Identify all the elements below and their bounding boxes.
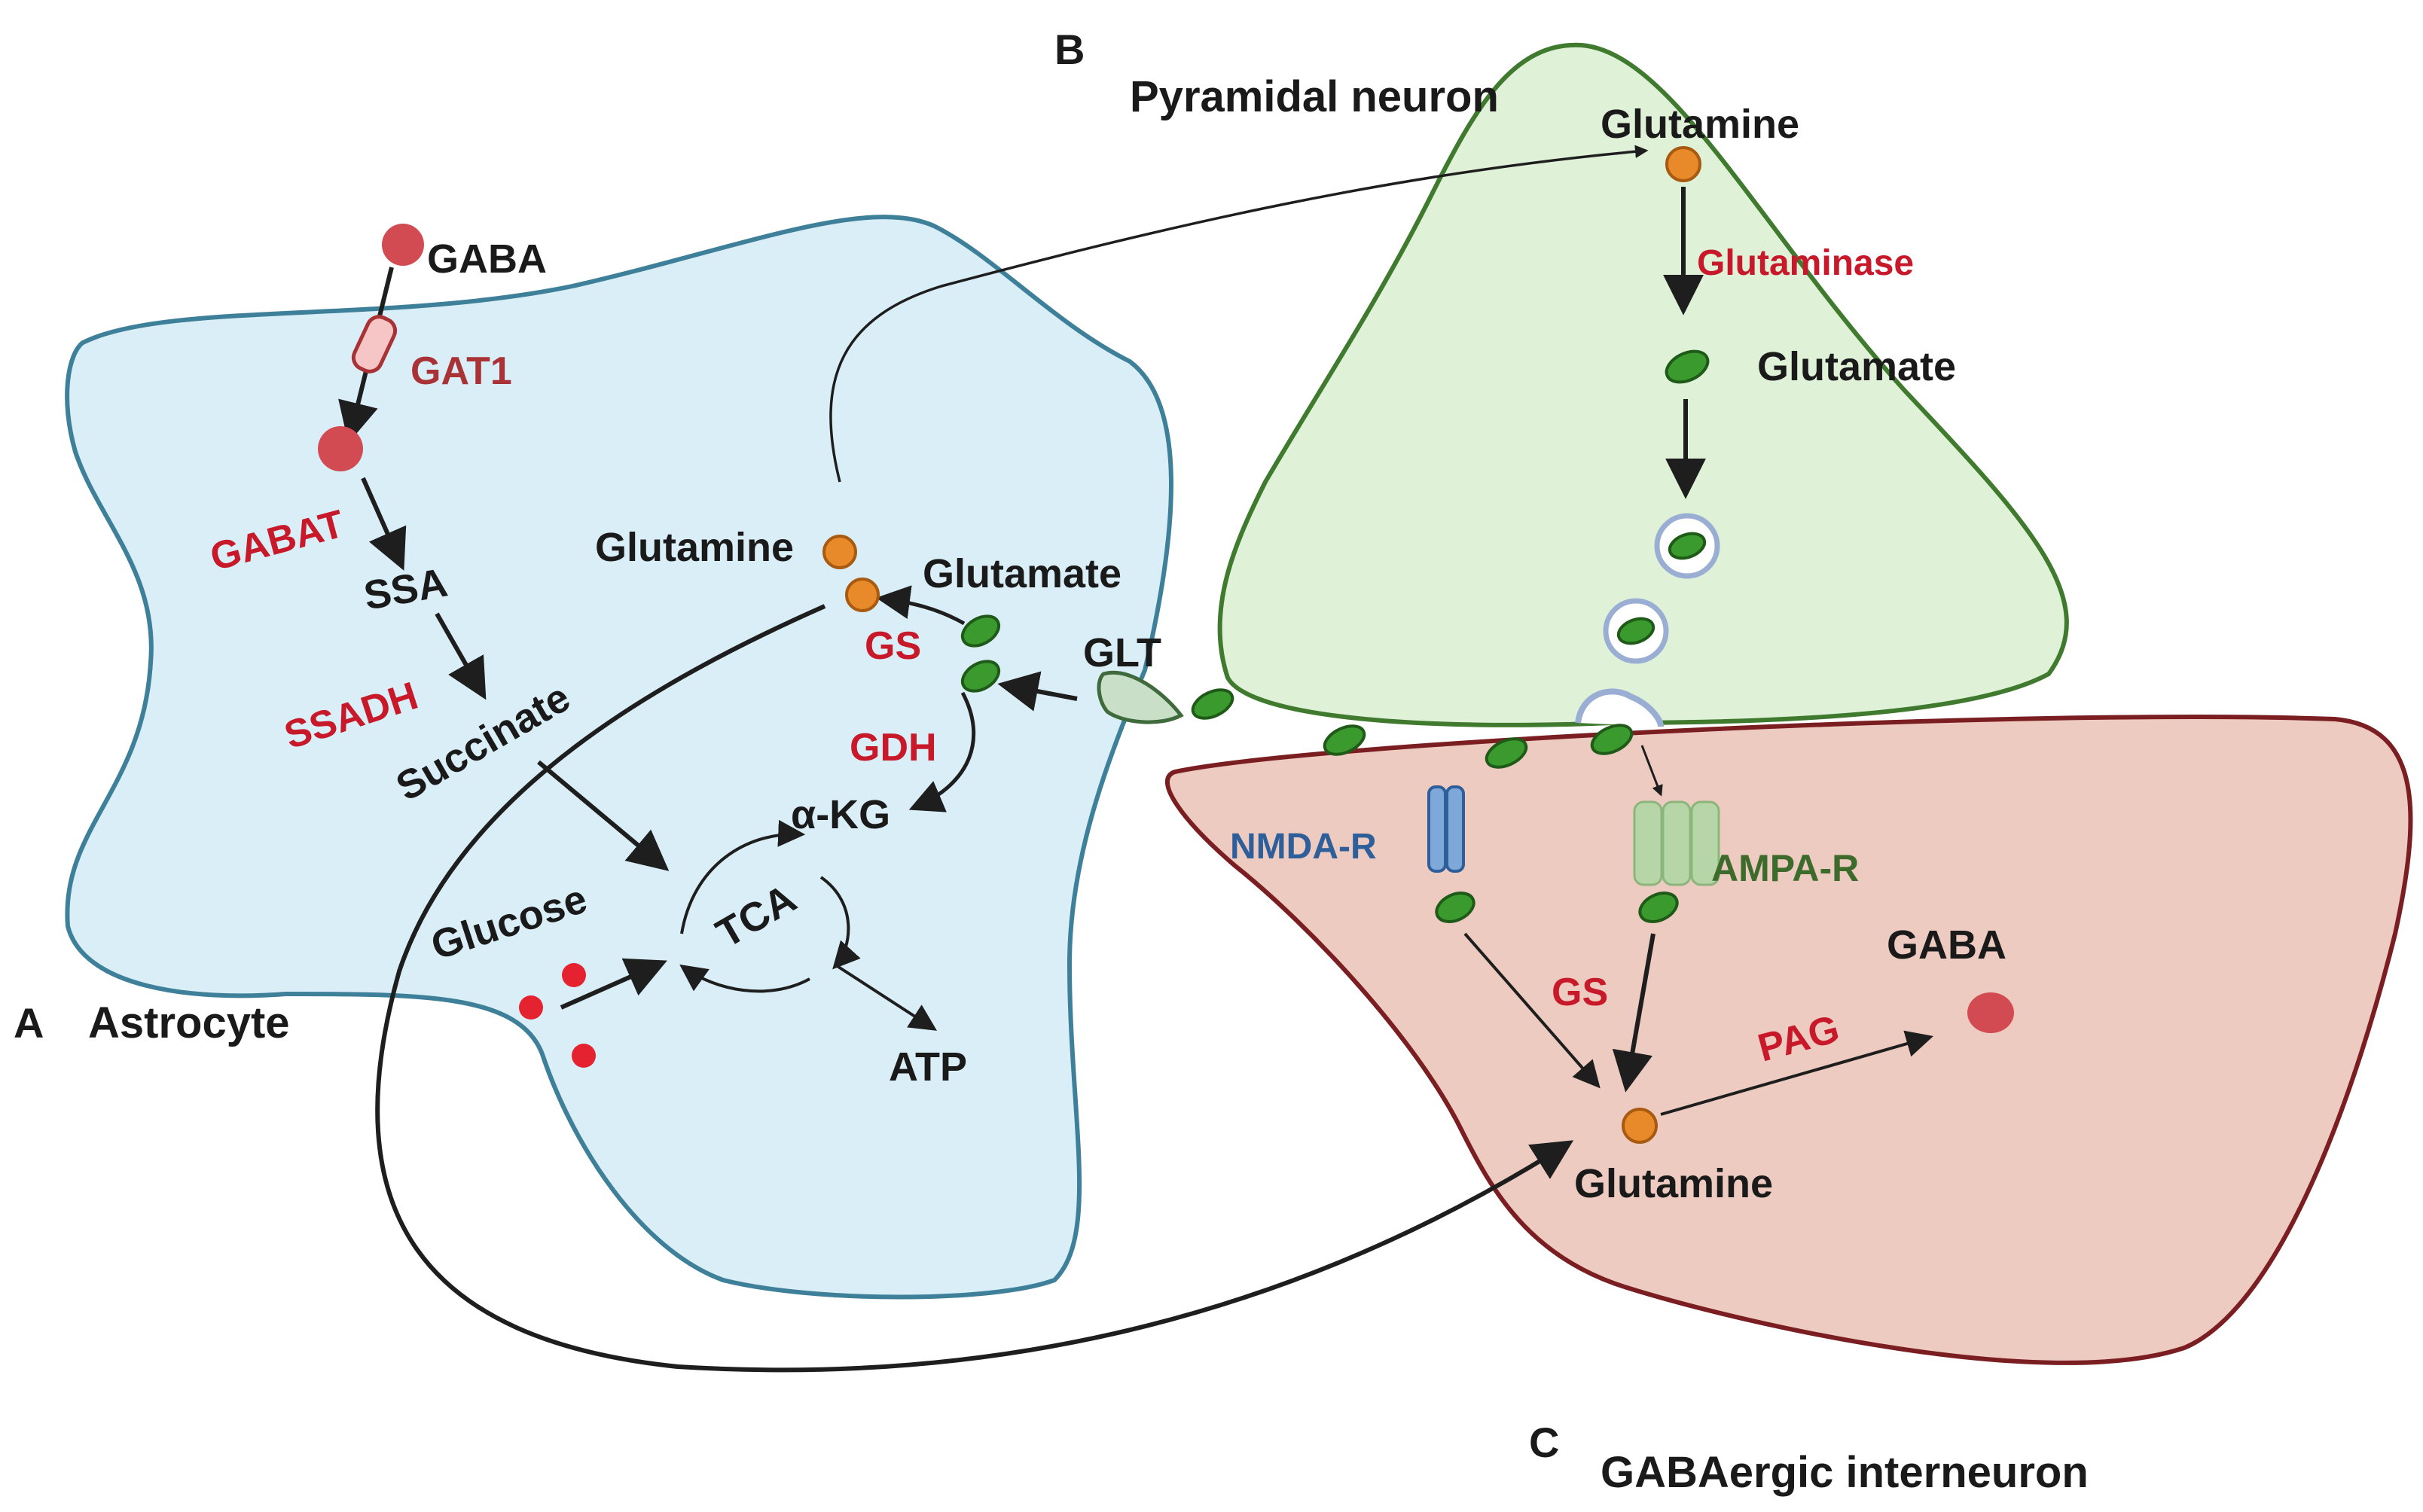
glutamate-molecule-astrocyte (960, 660, 1001, 693)
tca-cycle-arc-top (680, 819, 806, 934)
interneuron-gaba-label: GABA (1887, 922, 2006, 968)
gdh-arrow (908, 691, 976, 812)
gs-arrow-astrocyte (876, 585, 966, 626)
glutamate-molecule-astrocyte (960, 614, 1001, 648)
gat1-label: GAT1 (410, 349, 512, 393)
panel-b-letter: B (1054, 26, 1085, 73)
glutamate-molecule-nmda (1435, 892, 1475, 923)
interneuron-gs-label: GS (1552, 971, 1608, 1014)
atp-label: ATP (889, 1044, 967, 1090)
ampa-receptor (1633, 800, 1720, 886)
gaba-molecule-intracellular (318, 426, 363, 471)
gat1-transporter (351, 315, 398, 373)
pyramidal-neuron-cell (1217, 42, 2069, 727)
glutamine-to-pyramidal-arrow (829, 145, 1649, 483)
glutamine-molecule-pyramidal (1665, 146, 1701, 182)
fusing-vesicle (1575, 688, 1664, 727)
gaba-molecule-extracellular (382, 224, 424, 266)
release-to-ampa-arrow (1640, 745, 1663, 797)
glt-transporter (1097, 670, 1184, 724)
glutamine-molecule-astrocyte (822, 535, 857, 569)
tca-to-atp-arrow (835, 964, 938, 1031)
glucose-molecule (572, 1044, 596, 1068)
nmda-label: NMDA-R (1230, 827, 1377, 867)
glutaminase-label: Glutaminase (1697, 243, 1914, 283)
gdh-label: GDH (850, 726, 937, 770)
gaba-molecule-interneuron (1967, 992, 2014, 1033)
glutamate-molecule-cleft (1323, 724, 1366, 756)
ampa-to-glutamine-arrow (1612, 933, 1656, 1093)
tca-cycle-arc-bottom (679, 964, 810, 993)
glt-uptake-arrow (997, 671, 1078, 712)
glutamate-molecule-cleft (1191, 688, 1234, 720)
astrocyte-cell (65, 215, 1173, 1300)
glutamate-molecule-ampa (1638, 892, 1679, 923)
glucose-to-tca-arrow (560, 958, 667, 1010)
nmda-receptor (1427, 785, 1465, 873)
pag-arrow (1660, 1030, 1933, 1116)
glutamine-to-interneuron-arrow (375, 604, 1574, 1373)
nmda-to-glutamine-arrow (1463, 932, 1601, 1089)
glutamate-in-vesicle (1668, 532, 1707, 560)
glutamine-molecule-interneuron (1622, 1108, 1658, 1144)
glutamate-molecule-pyramidal (1665, 349, 1710, 384)
glutamate-molecule-cleft (1485, 737, 1528, 769)
astrocyte-glutamate-label: Glutamate (923, 551, 1121, 596)
ssa-to-succinate-arrow (435, 612, 487, 700)
glutamate-in-vesicle (1616, 617, 1656, 645)
panel-c-title: GABAergic interneuron (1601, 1448, 2089, 1497)
astrocyte-gs-label: GS (865, 624, 921, 668)
glutamate-molecule-cleft (1590, 724, 1634, 755)
succinate-to-tca-arrow (537, 760, 670, 871)
astrocyte-glutamine-label: Glutamine (595, 525, 794, 570)
panel-c-letter: C (1529, 1419, 1559, 1466)
panel-a-title: Astrocyte (88, 998, 290, 1047)
gaba-to-ssa-arrow (361, 477, 407, 571)
pyramidal-glutamate-label: Glutamate (1757, 344, 1956, 389)
interneuron-glutamine-label: Glutamine (1574, 1161, 1773, 1206)
interneuron-cell (1164, 715, 2413, 1365)
glutamine-molecule-astrocyte (845, 578, 880, 612)
glucose-molecule (519, 995, 543, 1020)
astrocyte-gaba-label: GABA (427, 236, 547, 282)
akg-label: α-KG (791, 792, 890, 837)
glucose-molecule (562, 963, 586, 987)
panel-a-letter: A (14, 999, 44, 1047)
ampa-label: AMPA-R (1711, 847, 1859, 889)
tca-cycle-arc-right (819, 876, 861, 970)
panel-b-title: Pyramidal neuron (1130, 72, 1499, 121)
pyramidal-glutamine-label: Glutamine (1601, 102, 1799, 147)
glt-label: GLT (1083, 630, 1161, 675)
